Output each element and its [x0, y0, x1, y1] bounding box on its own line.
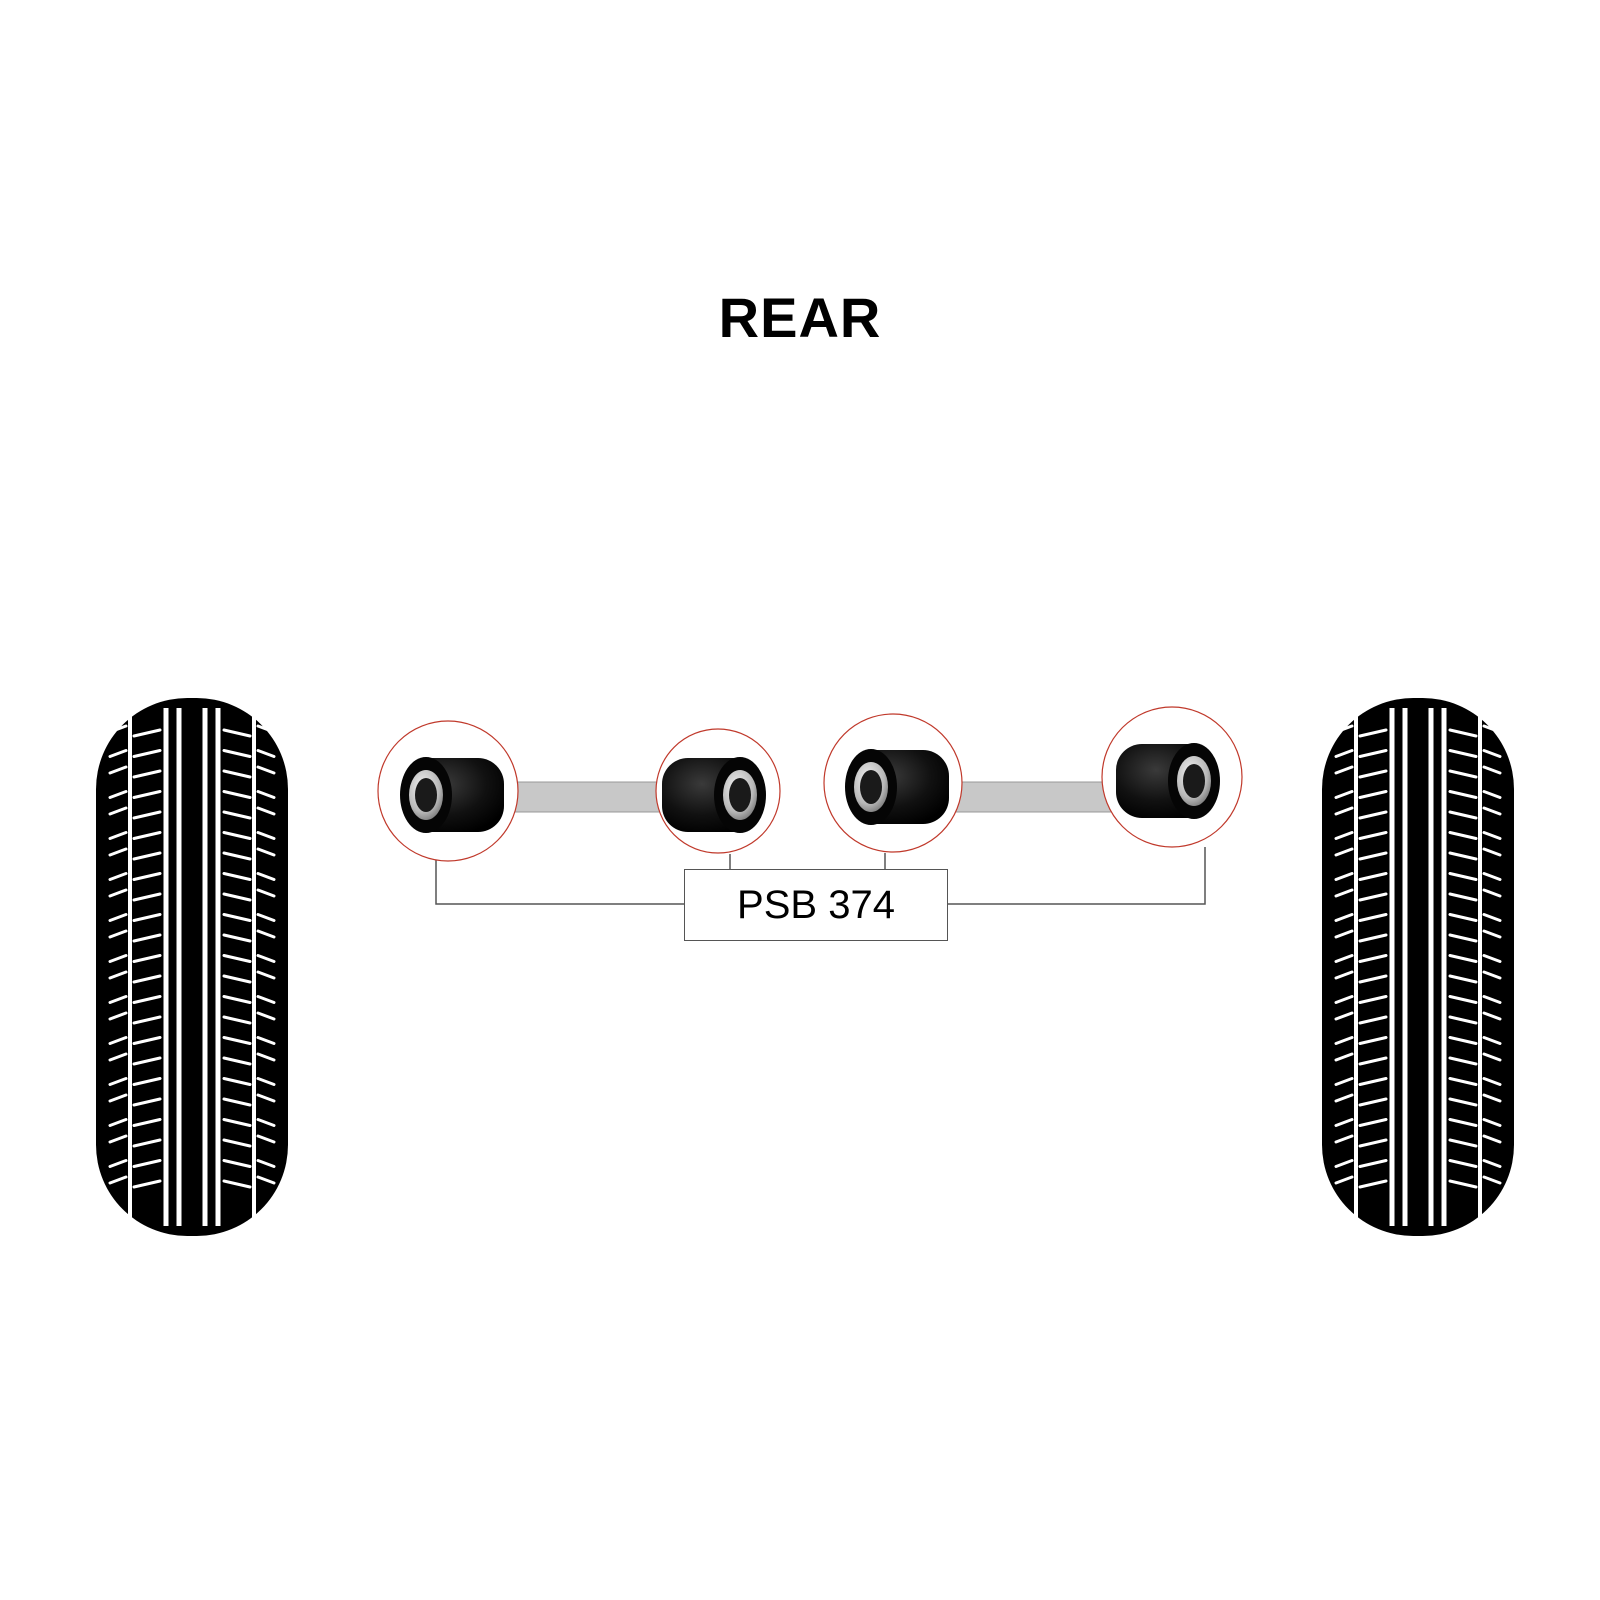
leader-line-4 [948, 847, 1206, 905]
part-number-label: PSB 374 [737, 882, 895, 927]
tyre-right-icon [1322, 698, 1514, 1236]
leader-line-1 [435, 860, 684, 905]
part-number-box: PSB 374 [684, 869, 948, 941]
bush-icon [662, 757, 766, 833]
bush-icon [400, 757, 504, 833]
bush-callout-2 [655, 728, 781, 854]
bush-callout-1 [377, 720, 519, 862]
bush-callout-4 [1101, 706, 1243, 848]
control-arm-right-icon [952, 781, 1114, 813]
leader-lines [435, 847, 1206, 905]
bush-icon [845, 749, 949, 825]
bush-callout-3 [823, 713, 963, 853]
control-arm-left-icon [501, 781, 663, 813]
diagram-title: REAR [718, 286, 882, 349]
tyre-left-icon [96, 698, 288, 1236]
bush-icon [1116, 743, 1220, 819]
